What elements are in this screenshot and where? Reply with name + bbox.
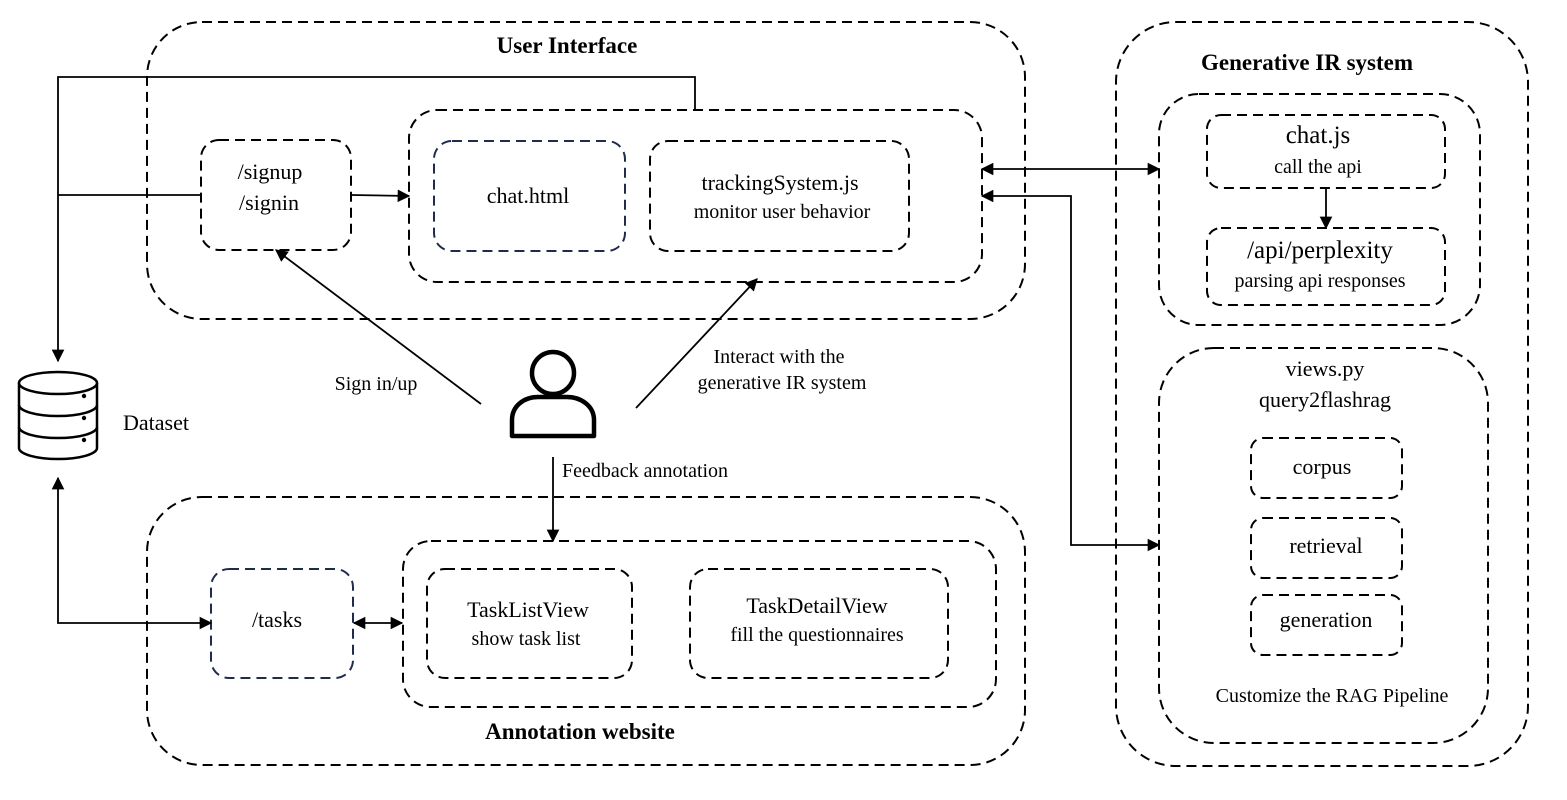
- interact-label-line1: Interact with the: [713, 346, 844, 368]
- annotation-website-title: Annotation website: [485, 719, 675, 744]
- task-views-container: [402, 540, 997, 708]
- interact-label-line2: generative IR system: [698, 372, 867, 394]
- retrieval-label: retrieval: [1289, 533, 1362, 558]
- tracking-system-sub: monitor user behavior: [694, 201, 871, 223]
- task-list-view-node: TaskListView show task list: [426, 568, 633, 679]
- api-perplexity-label: /api/perplexity: [1247, 237, 1393, 264]
- views-py-label: views.py: [1286, 356, 1365, 381]
- generation-node: generation: [1250, 594, 1403, 656]
- signup-to-chat-arrow: [350, 189, 411, 203]
- annotation-website-group: Annotation website: [146, 496, 1026, 766]
- chat-js-sub: call the api: [1274, 156, 1362, 178]
- database-icon: [17, 370, 99, 461]
- corpus-label: corpus: [1293, 454, 1352, 479]
- api-perplexity-sub: parsing api responses: [1234, 270, 1405, 292]
- signin-label: /signin: [239, 190, 299, 215]
- tracking-system-label: trackingSystem.js: [701, 170, 858, 195]
- retrieval-node: retrieval: [1250, 517, 1403, 579]
- generative-ir-group: Generative IR system: [1115, 21, 1529, 767]
- user-icon: [509, 349, 597, 439]
- chat-html-label: chat.html: [487, 183, 569, 208]
- rag-pipeline-caption: Customize the RAG Pipeline: [1216, 685, 1449, 707]
- api-perplexity-node: /api/perplexity parsing api responses: [1206, 227, 1446, 306]
- chat-html-node: chat.html: [433, 140, 626, 252]
- user-to-tracking-arrow: [635, 278, 758, 409]
- task-list-view-sub: show task list: [472, 628, 581, 650]
- dataset-tasks-arrow: [51, 476, 213, 630]
- task-detail-view-sub: fill the questionnaires: [730, 624, 904, 646]
- task-list-view-label: TaskListView: [467, 597, 589, 622]
- corpus-node: corpus: [1250, 437, 1403, 499]
- frontend-views-arrow: [980, 189, 1161, 552]
- task-detail-view-node: TaskDetailView fill the questionnaires: [689, 568, 949, 679]
- generation-label: generation: [1280, 607, 1373, 632]
- feedback-annotation-label: Feedback annotation: [562, 460, 728, 482]
- sign-in-up-label: Sign in/up: [335, 373, 418, 395]
- user-to-signup-arrow: [274, 249, 482, 405]
- query2flashrag-label: query2flashrag: [1259, 387, 1391, 412]
- tasks-label: /tasks: [252, 607, 302, 632]
- chat-js-node: chat.js call the api: [1206, 114, 1446, 189]
- task-detail-view-label: TaskDetailView: [746, 593, 887, 618]
- signup-label: /signup: [238, 159, 303, 184]
- tasks-node: /tasks: [210, 568, 354, 679]
- user-interface-title: User Interface: [497, 33, 638, 58]
- chat-js-label: chat.js: [1286, 122, 1351, 149]
- dataset-label: Dataset: [123, 410, 189, 435]
- signup-signin-node: /signup /signin: [200, 139, 352, 251]
- ui-to-dataset-arrow: [51, 76, 696, 363]
- tracking-system-node: trackingSystem.js monitor user behavior: [649, 140, 910, 252]
- generative-ir-title: Generative IR system: [1201, 50, 1413, 75]
